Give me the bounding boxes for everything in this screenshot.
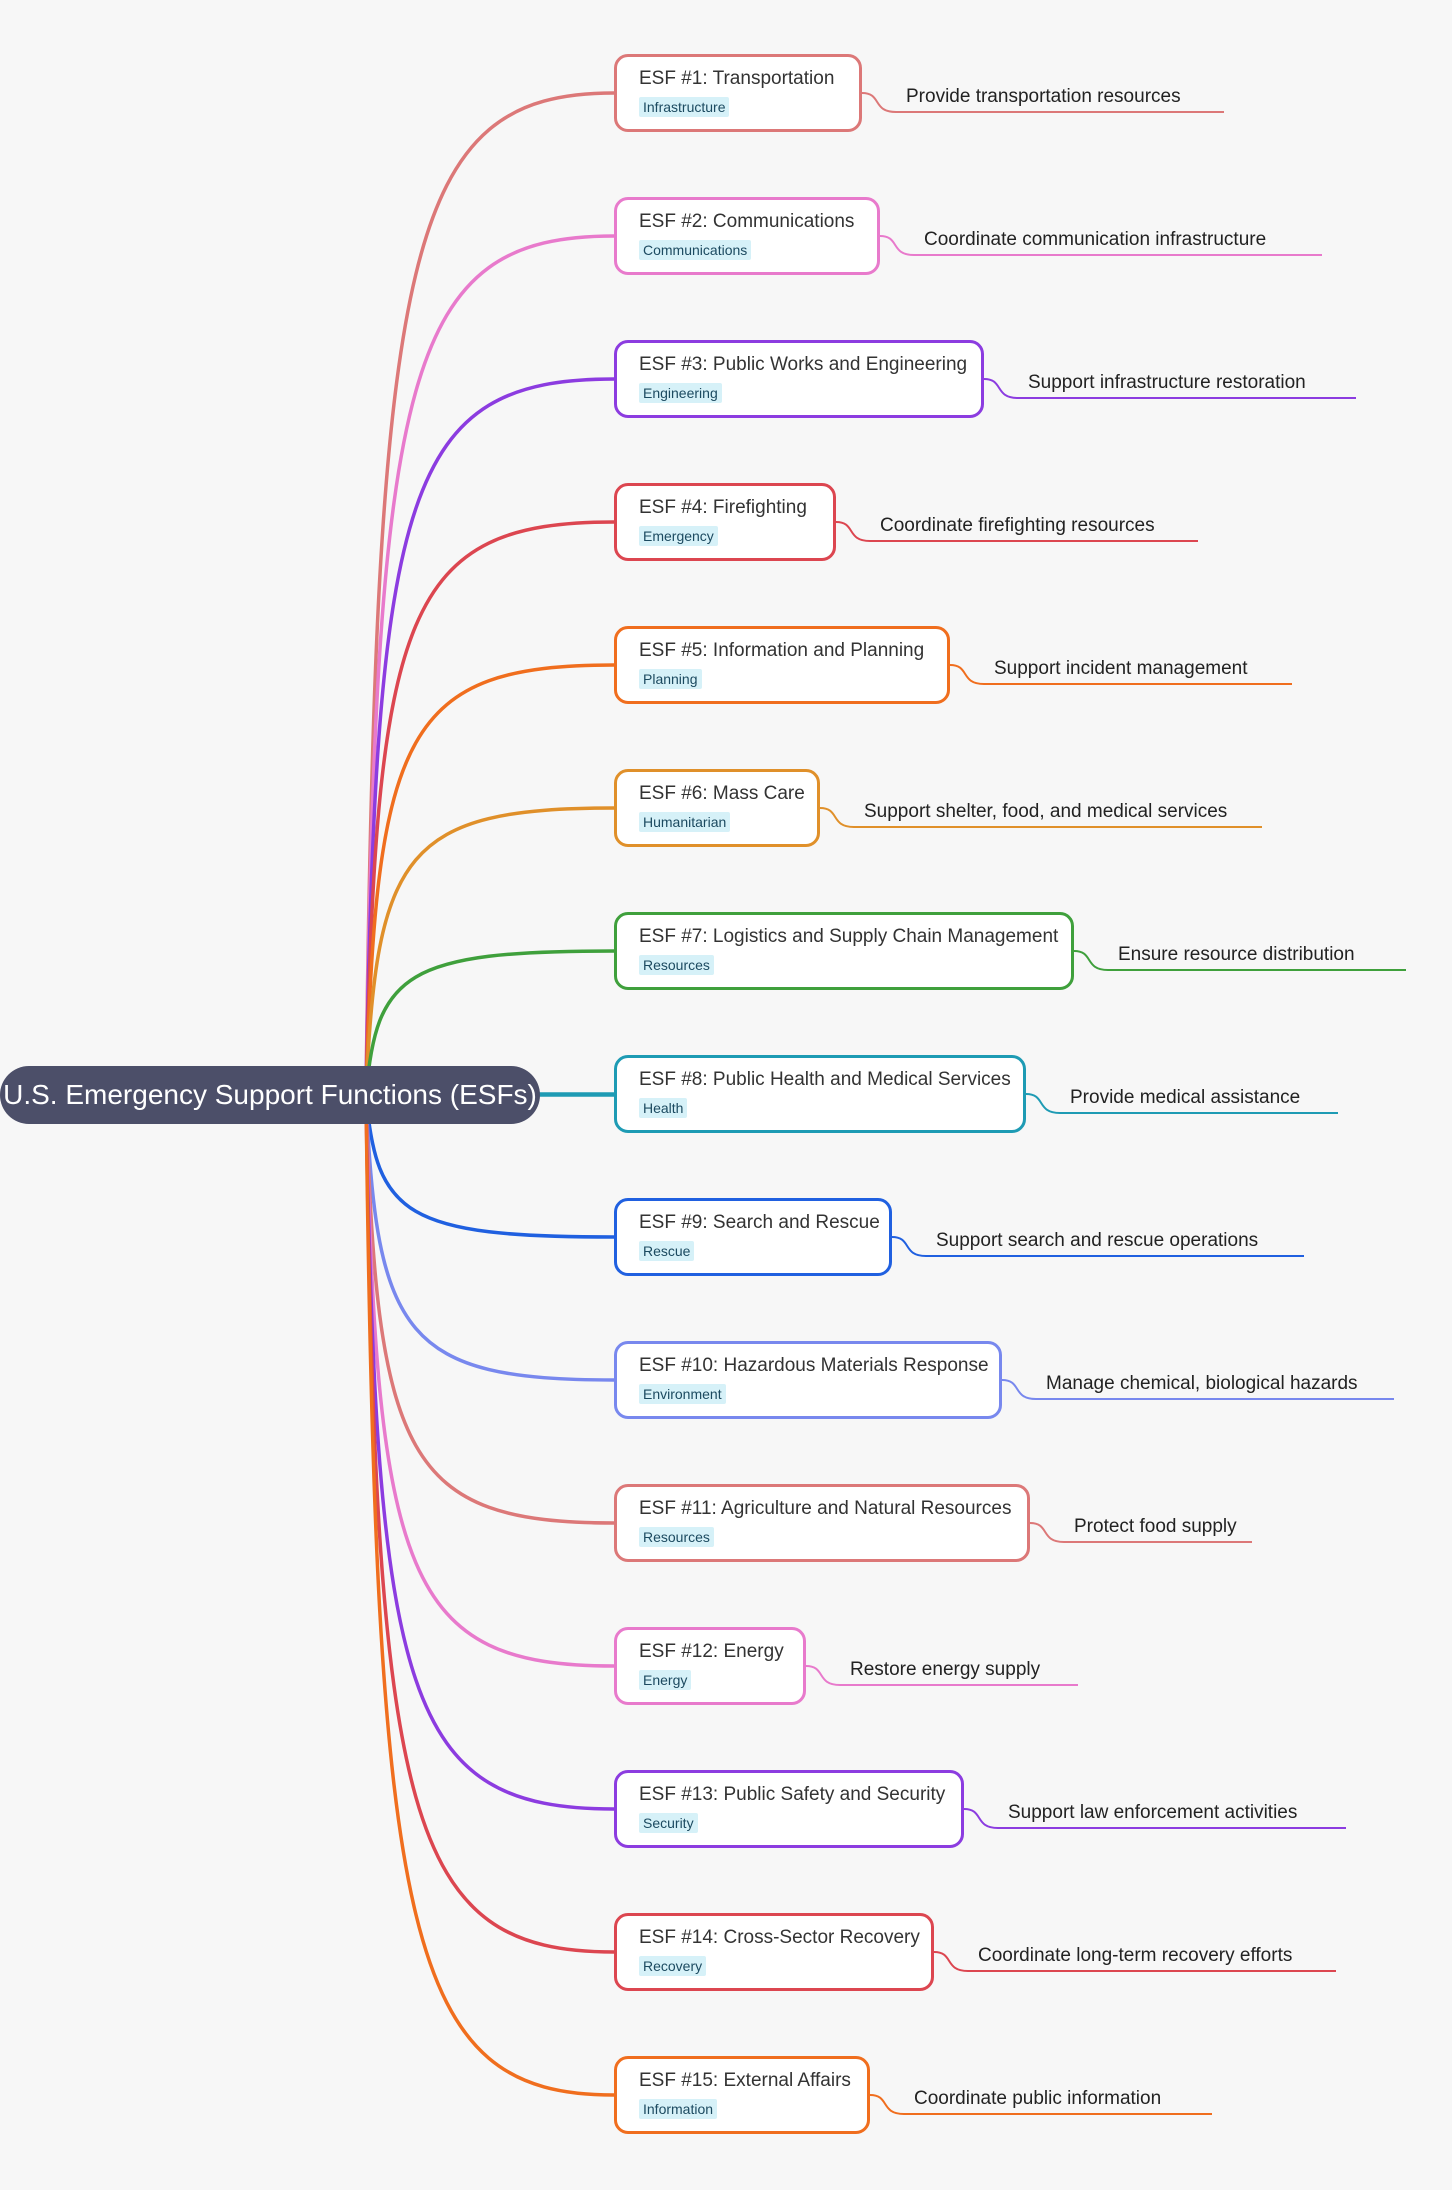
esf-detail[interactable]: Protect food supply [1074, 1516, 1237, 1537]
esf-topic-title: ESF #12: Energy [639, 1641, 784, 1662]
detail-connector [869, 2094, 1212, 2115]
detail-connector [963, 1808, 1346, 1829]
category-tag: Resources [639, 955, 714, 975]
detail-connector [805, 1665, 1078, 1686]
esf-detail[interactable]: Support infrastructure restoration [1028, 372, 1306, 393]
esf-topic-title: ESF #6: Mass Care [639, 783, 805, 804]
esf-detail[interactable]: Ensure resource distribution [1118, 944, 1355, 965]
esf-detail[interactable]: Coordinate public information [914, 2088, 1162, 2109]
esf-topic-title: ESF #9: Search and Rescue [639, 1212, 880, 1233]
esf-topic[interactable]: ESF #8: Public Health and Medical Servic… [614, 1055, 1026, 1133]
detail-connector [1001, 1379, 1394, 1400]
category-tag: Security [639, 1813, 698, 1833]
esf-detail[interactable]: Support incident management [994, 658, 1248, 679]
esf-topic-title: ESF #2: Communications [639, 211, 855, 232]
esf-topic-title: ESF #4: Firefighting [639, 497, 807, 518]
branch-connector [364, 949, 615, 1096]
esf-topic-title: ESF #8: Public Health and Medical Servic… [639, 1069, 1011, 1090]
esf-topic-title: ESF #11: Agriculture and Natural Resourc… [639, 1498, 1012, 1519]
category-tag: Resources [639, 1527, 714, 1547]
branch-connector [364, 520, 615, 1096]
category-tag: Energy [639, 1670, 692, 1690]
esf-detail[interactable]: Coordinate firefighting resources [880, 515, 1155, 536]
branch-connector [364, 1094, 615, 1525]
category-tag: Engineering [639, 383, 722, 403]
esf-detail[interactable]: Coordinate communication infrastructure [924, 229, 1267, 250]
branch-connector [364, 663, 615, 1096]
branch-connector [364, 1094, 615, 2097]
category-tag: Humanitarian [639, 812, 731, 832]
detail-connector [835, 521, 1198, 542]
esf-detail[interactable]: Coordinate long-term recovery efforts [978, 1945, 1293, 1966]
esf-topic[interactable]: ESF #11: Agriculture and Natural Resourc… [614, 1484, 1030, 1562]
branch-connector [364, 1094, 615, 1382]
detail-connector [1029, 1522, 1252, 1543]
esf-topic-title: ESF #3: Public Works and Engineering [639, 354, 968, 375]
category-tag: Infrastructure [639, 97, 730, 117]
category-tag: Communications [639, 240, 752, 260]
category-tag: Emergency [639, 526, 718, 546]
esf-topic-title: ESF #10: Hazardous Materials Response [639, 1355, 989, 1376]
branch-connector [364, 377, 615, 1096]
esf-topic-title: ESF #15: External Affairs [639, 2070, 851, 2091]
branch-connector [364, 806, 615, 1096]
category-tag: Environment [639, 1384, 726, 1404]
detail-connector [949, 664, 1292, 685]
category-tag: Rescue [639, 1241, 695, 1261]
esf-topic-title: ESF #5: Information and Planning [639, 640, 925, 661]
detail-connector [1073, 950, 1406, 971]
detail-connector [861, 92, 1224, 113]
esf-detail[interactable]: Provide medical assistance [1070, 1087, 1301, 1108]
category-tag: Health [639, 1098, 688, 1118]
esf-topic-title: ESF #7: Logistics and Supply Chain Manag… [639, 926, 1059, 947]
esf-detail[interactable]: Restore energy supply [850, 1659, 1041, 1680]
detail-connector [983, 378, 1356, 399]
esf-topic[interactable]: ESF #7: Logistics and Supply Chain Manag… [614, 912, 1074, 990]
branch-connector [364, 234, 615, 1096]
detail-connector [1025, 1093, 1338, 1114]
detail-connector [879, 235, 1322, 256]
detail-connector [819, 807, 1262, 828]
detail-connector [891, 1236, 1304, 1257]
esf-detail[interactable]: Support shelter, food, and medical servi… [864, 801, 1228, 822]
root-topic-label: U.S. Emergency Support Functions (ESFs) [3, 1079, 537, 1110]
esf-topic-title: ESF #1: Transportation [639, 68, 835, 89]
esf-detail[interactable]: Provide transportation resources [906, 86, 1181, 107]
category-tag: Planning [639, 669, 702, 689]
esf-detail[interactable]: Support search and rescue operations [936, 1230, 1259, 1251]
esf-topic-title: ESF #13: Public Safety and Security [639, 1784, 946, 1805]
category-tag: Recovery [639, 1956, 707, 1976]
esf-topic-title: ESF #14: Cross-Sector Recovery [639, 1927, 920, 1948]
root-topic[interactable]: U.S. Emergency Support Functions (ESFs) [0, 1066, 540, 1124]
esf-detail[interactable]: Manage chemical, biological hazards [1046, 1373, 1358, 1394]
branch-connector [364, 1094, 615, 1239]
detail-connector [933, 1951, 1336, 1972]
category-tag: Information [639, 2099, 718, 2119]
esf-detail[interactable]: Support law enforcement activities [1008, 1802, 1298, 1823]
branch-connector [364, 91, 615, 1096]
